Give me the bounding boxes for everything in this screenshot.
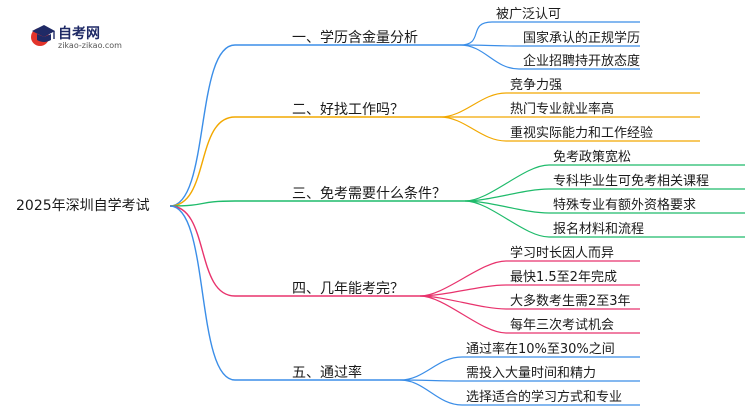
leaf-1-2: 国家承认的正规学历 <box>523 31 641 46</box>
leaf-2-2: 热门专业就业率高 <box>510 102 615 117</box>
leaf-5-1: 通过率在10%至30%之间 <box>466 342 615 357</box>
branch-4-label: 四、几年能考完？ <box>292 281 404 297</box>
leaf-4-4-connector <box>419 295 640 334</box>
branch-3-connector <box>169 200 465 207</box>
root-topic: 2025年深圳自学考试 <box>16 198 150 214</box>
leaf-3-2-connector <box>464 188 745 202</box>
logo-name: 自考网 <box>58 26 100 42</box>
leaf-5-1-connector <box>399 356 640 381</box>
branch-4-connector <box>169 205 420 297</box>
leaf-4-3: 大多数考生需2至3年 <box>510 294 631 309</box>
leaf-3-3: 特殊专业有额外资格要求 <box>553 198 697 213</box>
leaf-1-3: 企业招聘持开放态度 <box>523 54 641 69</box>
leaf-4-4: 每年三次考试机会 <box>510 318 615 333</box>
branch-1-label: 一、学历含金量分析 <box>292 30 418 46</box>
branch-1-connector <box>169 44 460 207</box>
leaf-4-2: 最快1.5至2年完成 <box>510 270 617 285</box>
branch-2-connector <box>169 116 440 207</box>
leaf-3-3-connector <box>464 200 745 214</box>
leaf-2-3: 重视实际能力和工作经验 <box>510 126 654 141</box>
leaf-3-1-connector <box>464 164 745 202</box>
logo-url: zikao-zikao.com <box>58 41 122 50</box>
leaf-3-4-connector <box>464 200 745 238</box>
leaf-4-1: 学习时长因人而异 <box>510 246 615 261</box>
branch-2-label: 二、好找工作吗？ <box>292 102 404 118</box>
branch-5-connector <box>169 205 400 381</box>
leaf-5-2: 需投入大量时间和精力 <box>466 366 597 381</box>
leaf-4-2-connector <box>419 284 640 297</box>
branch-3-label: 三、免考需要什么条件？ <box>292 186 446 202</box>
leaf-2-1-connector <box>439 92 700 118</box>
graduation-cap-icon <box>31 25 55 46</box>
leaf-3-4: 报名材料和流程 <box>553 222 645 237</box>
leaf-4-1-connector <box>419 260 640 297</box>
leaf-3-2: 专科毕业生可免考相关课程 <box>553 174 710 189</box>
leaf-1-2-connector <box>459 44 640 47</box>
leaf-1-1: 被广泛认可 <box>496 7 562 22</box>
leaf-5-3: 选择适合的学习方式和专业 <box>466 390 623 405</box>
leaf-2-3-connector <box>439 116 700 142</box>
leaf-3-1: 免考政策宽松 <box>553 150 632 165</box>
leaf-5-3-connector <box>399 379 640 406</box>
leaf-2-1: 竞争力强 <box>510 78 563 93</box>
leaf-1-1-connector <box>459 21 640 46</box>
leaf-1-3-connector <box>459 44 640 70</box>
leaf-4-3-connector <box>419 295 640 310</box>
leaf-5-2-connector <box>399 379 640 382</box>
branch-5-label: 五、通过率 <box>292 365 362 381</box>
